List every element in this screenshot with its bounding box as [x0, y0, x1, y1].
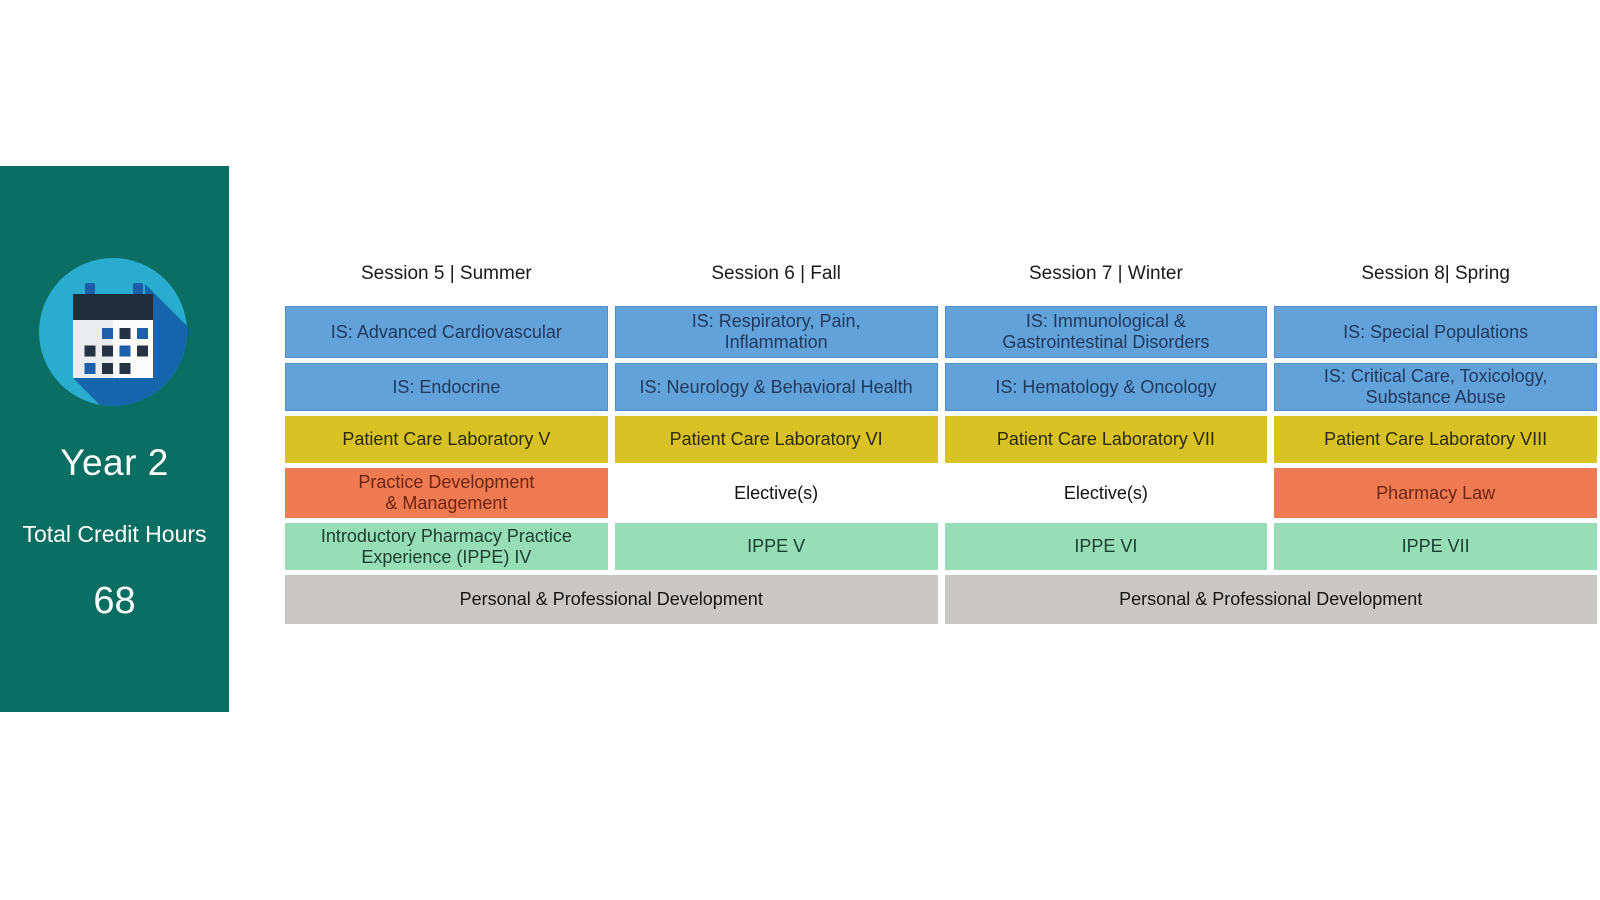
course-cell: IS: Neurology & Behavioral Health	[614, 363, 938, 411]
course-cell: Patient Care Laboratory VIII	[1274, 416, 1597, 463]
course-cell: IPPE VII	[1274, 523, 1597, 570]
course-cell: Patient Care Laboratory VII	[944, 416, 1268, 463]
session-header-spring: Session 8| Spring	[1361, 263, 1510, 284]
course-cell: IS: Respiratory, Pain, Inflammation	[614, 306, 938, 358]
course-cell: Pharmacy Law	[1274, 468, 1597, 518]
course-cell: IS: Endocrine	[285, 363, 608, 411]
course-grid: IS: Advanced Cardiovascular IS: Respirat…	[285, 306, 1597, 624]
session-header-fall: Session 6 | Fall	[711, 263, 841, 284]
course-cell: Patient Care Laboratory VI	[614, 416, 938, 463]
session-header-summer: Session 5 | Summer	[361, 263, 532, 284]
year-panel: Year 2 Total Credit Hours 68	[0, 166, 229, 712]
total-credit-hours-value: 68	[93, 580, 136, 622]
course-cell: IS: Critical Care, Toxicology, Substance…	[1274, 363, 1597, 411]
course-cell: Practice Development & Management	[285, 468, 608, 518]
course-cell: Introductory Pharmacy Practice Experienc…	[285, 523, 608, 570]
course-cell: IPPE VI	[944, 523, 1268, 570]
session-header-row: Session 5 | Summer Session 6 | Fall Sess…	[285, 256, 1597, 292]
calendar-icon	[33, 252, 193, 412]
course-cell: Patient Care Laboratory V	[285, 416, 608, 463]
course-cell: Elective(s)	[614, 468, 938, 518]
year-title: Year 2	[60, 442, 169, 483]
course-cell: IPPE V	[614, 523, 938, 570]
course-cell: Elective(s)	[944, 468, 1268, 518]
session-header-winter: Session 7 | Winter	[1028, 263, 1183, 284]
total-credit-hours-label: Total Credit Hours	[22, 521, 207, 547]
schedule-table: Session 5 | Summer Session 6 | Fall Sess…	[285, 256, 1597, 624]
course-cell: Personal & Professional Development	[285, 575, 938, 624]
course-cell: Personal & Professional Development	[944, 575, 1597, 624]
course-cell: IS: Advanced Cardiovascular	[285, 306, 608, 358]
course-cell: IS: Hematology & Oncology	[944, 363, 1268, 411]
course-cell: IS: Immunological & Gastrointestinal Dis…	[944, 306, 1268, 358]
course-cell: IS: Special Populations	[1274, 306, 1597, 358]
